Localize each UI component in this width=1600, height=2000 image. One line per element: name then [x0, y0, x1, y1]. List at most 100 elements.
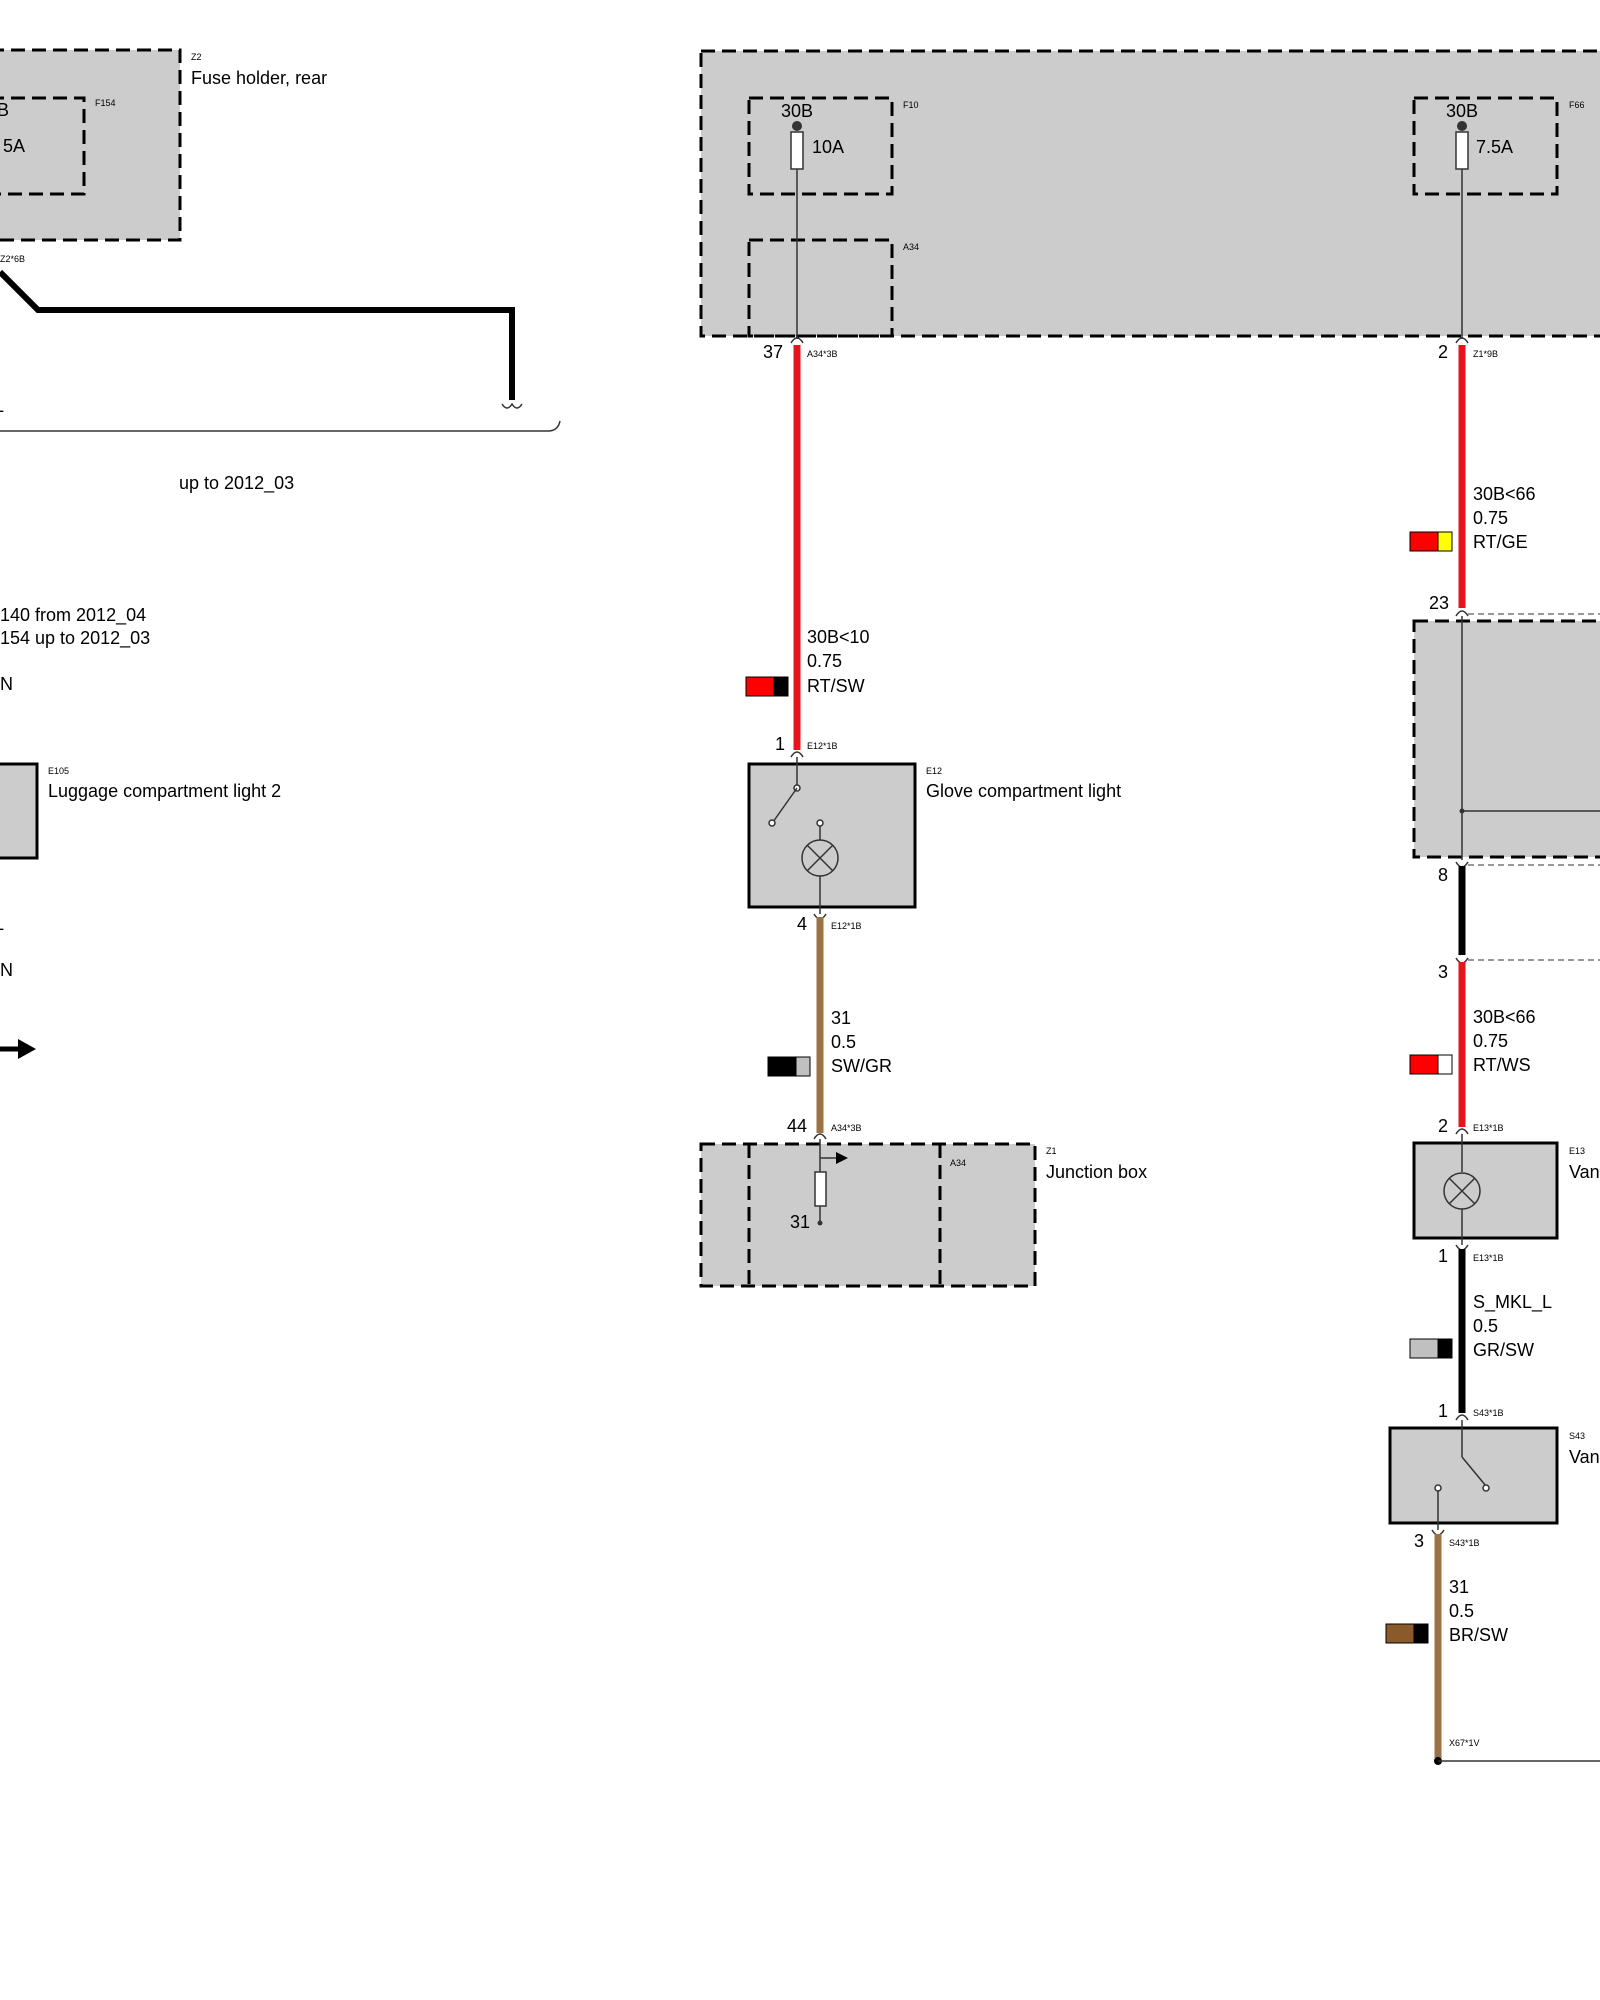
svg-text:31: 31	[831, 1008, 851, 1028]
s43-code: S43	[1569, 1431, 1585, 1441]
svg-text:44: 44	[787, 1116, 807, 1136]
z2-name: Fuse holder, rear	[191, 68, 327, 88]
svg-text:1: 1	[1438, 1401, 1448, 1421]
continuation-arrow-icon	[0, 1039, 36, 1059]
e12-code: E12	[926, 766, 942, 776]
svg-text:E13*1B: E13*1B	[1473, 1123, 1504, 1133]
svg-text:30B<66: 30B<66	[1473, 484, 1536, 504]
svg-text:0.75: 0.75	[1473, 508, 1508, 528]
svg-text:0.75: 0.75	[1473, 1031, 1508, 1051]
e105-code: E105	[48, 766, 69, 776]
left-black-wire	[0, 269, 523, 409]
pin-a34-37: 37 A34*3B	[763, 337, 838, 362]
z1-code: Z1	[1046, 1146, 1057, 1156]
variant-upto-note: up to 2012_03	[179, 473, 294, 494]
pin-e12-4: 4 E12*1B	[797, 913, 862, 934]
f154-code: F154	[95, 98, 116, 108]
left-l-label: L	[0, 396, 4, 416]
f10-code: F10	[903, 100, 919, 110]
variant-line-1: 140 from 2012_04	[0, 605, 146, 626]
svg-text:E13*1B: E13*1B	[1473, 1253, 1504, 1263]
svg-text:1: 1	[775, 734, 785, 754]
wire-label-w2: 31 0.5 SW/GR	[767, 1008, 892, 1077]
z2-pin-ref: Z2*6B	[0, 254, 25, 264]
vanity-mirror-light: E13 Van	[1412, 1134, 1600, 1245]
junction-box-top: F10 30B 10A A34 F66 30B 7.5A	[699, 49, 1600, 339]
svg-text:RT/GE: RT/GE	[1473, 532, 1528, 552]
svg-text:37: 37	[763, 342, 783, 362]
luggage-compartment-light-2: E105 Luggage compartment light 2	[0, 762, 281, 860]
z2-code: Z2	[191, 52, 202, 62]
svg-text:S43*1B: S43*1B	[1473, 1408, 1504, 1418]
pin-e13-1: 1 E13*1B	[1438, 1244, 1504, 1266]
svg-text:2: 2	[1438, 1116, 1448, 1136]
svg-text:A34*3B: A34*3B	[807, 349, 838, 359]
ground-x67: X67*1V	[1434, 1738, 1600, 1765]
pin-s43-1: 1 S43*1B	[1438, 1401, 1504, 1421]
junction-box-bottom: 31 A34 Z1 Junction box	[699, 1139, 1147, 1288]
svg-text:30B<66: 30B<66	[1473, 1007, 1536, 1027]
e105-name: Luggage compartment light 2	[48, 781, 281, 801]
svg-text:30B<10: 30B<10	[807, 627, 870, 647]
svg-text:RT/WS: RT/WS	[1473, 1055, 1531, 1075]
variant-bracket	[0, 420, 561, 432]
svg-text:A34*3B: A34*3B	[831, 1123, 862, 1133]
f154-partial-label: B	[0, 100, 9, 120]
intermediate-connector	[1412, 613, 1600, 866]
left-n-label-2: N	[0, 960, 13, 980]
vanity-mirror-switch: S43 Van	[1388, 1420, 1600, 1530]
f66-rating: 7.5A	[1476, 137, 1513, 157]
e13-name-partial: Van	[1569, 1162, 1600, 1182]
left-n-label-1: N	[0, 674, 13, 694]
wire-label-w5: S_MKL_L 0.5 GR/SW	[1409, 1292, 1552, 1360]
svg-text:0.5: 0.5	[831, 1032, 856, 1052]
svg-text:X67*1V: X67*1V	[1449, 1738, 1480, 1748]
wire-label-w1: 30B<10 0.75 RT/SW	[745, 627, 870, 697]
svg-text:SW/GR: SW/GR	[831, 1056, 892, 1076]
f10-terminal: 30B	[781, 101, 813, 121]
svg-text:S43*1B: S43*1B	[1449, 1538, 1480, 1548]
svg-text:S_MKL_L: S_MKL_L	[1473, 1292, 1552, 1313]
svg-text:3: 3	[1414, 1531, 1424, 1551]
svg-text:0.5: 0.5	[1449, 1601, 1474, 1621]
svg-text:1: 1	[1438, 1246, 1448, 1266]
a34-bottom-code: A34	[950, 1158, 966, 1168]
svg-text:8: 8	[1438, 865, 1448, 885]
pin-e12-1: 1 E12*1B	[775, 734, 838, 758]
svg-text:RT/SW: RT/SW	[807, 676, 865, 696]
wire-label-w3: 30B<66 0.75 RT/GE	[1409, 484, 1536, 552]
wire-label-w4: 30B<66 0.75 RT/WS	[1409, 1007, 1536, 1075]
z1-name: Junction box	[1046, 1162, 1147, 1182]
f10-rating: 10A	[812, 137, 844, 157]
pin-s43-3: 3 S43*1B	[1414, 1529, 1480, 1551]
svg-text:E12*1B: E12*1B	[807, 741, 838, 751]
svg-text:Z1*9B: Z1*9B	[1473, 349, 1498, 359]
svg-text:GR/SW: GR/SW	[1473, 1340, 1534, 1360]
svg-text:0.75: 0.75	[807, 651, 842, 671]
variant-line-2: 154 up to 2012_03	[0, 628, 150, 649]
svg-text:3: 3	[1438, 962, 1448, 982]
svg-text:23: 23	[1429, 593, 1449, 613]
svg-text:BR/SW: BR/SW	[1449, 1625, 1508, 1645]
pin-e13-2: 2 E13*1B	[1438, 1116, 1504, 1136]
pin-a34-44: 44 A34*3B	[787, 1116, 862, 1140]
pin-conn-23: 23	[1429, 593, 1469, 617]
svg-text:31: 31	[1449, 1577, 1469, 1597]
glove-compartment-light: E12 Glove compartment light	[747, 757, 1121, 914]
f66-code: F66	[1569, 100, 1585, 110]
ground-31-label: 31	[790, 1212, 810, 1232]
wire-label-w6: 31 0.5 BR/SW	[1385, 1577, 1508, 1645]
e12-name: Glove compartment light	[926, 781, 1121, 801]
svg-text:E12*1B: E12*1B	[831, 921, 862, 931]
left-l-label-2: L	[0, 914, 4, 934]
s43-name-partial: Van	[1569, 1447, 1600, 1467]
svg-text:2: 2	[1438, 342, 1448, 362]
fuse-holder-rear: Z2 Fuse holder, rear F154 B 5A	[0, 48, 327, 242]
svg-text:0.5: 0.5	[1473, 1316, 1498, 1336]
f154-rating: 5A	[3, 136, 25, 156]
pin-z1-2: 2 Z1*9B	[1438, 337, 1498, 362]
a34-top-code: A34	[903, 242, 919, 252]
f66-terminal: 30B	[1446, 101, 1478, 121]
svg-text:4: 4	[797, 914, 807, 934]
